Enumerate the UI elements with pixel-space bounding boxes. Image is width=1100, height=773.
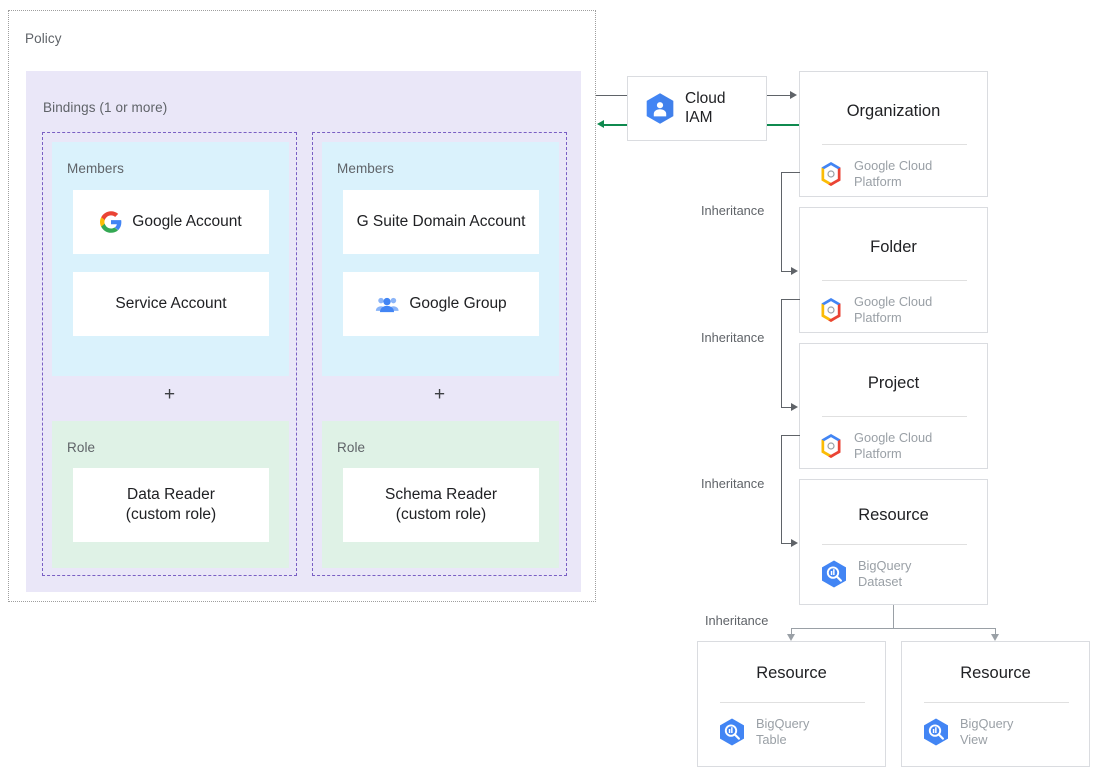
member-card-label: G Suite Domain Account — [356, 212, 526, 230]
role-name: Schema Reader — [384, 485, 497, 503]
node-divider — [822, 544, 967, 545]
inheritance-split-branch — [791, 628, 792, 635]
inheritance-split-branch — [995, 628, 996, 635]
inheritance-connector-line — [781, 435, 800, 436]
members-panel: Members G Suite Domain Account — [322, 142, 559, 376]
node-title: Resource — [960, 664, 1031, 682]
google-group-icon — [375, 295, 399, 313]
policy-label: Policy — [25, 31, 62, 46]
inheritance-label: Inheritance — [701, 330, 765, 345]
node-title: Project — [867, 374, 920, 392]
role-panel: Role Data Reader (custom role) — [52, 421, 289, 568]
member-card-gsuite-domain-account[interactable]: G Suite Domain Account — [343, 190, 539, 254]
node-divider — [822, 280, 967, 281]
inheritance-connector-line — [781, 543, 792, 544]
binding-item: Members G Suite Domain Account — [312, 132, 567, 576]
inheritance-connector-line — [781, 407, 792, 408]
member-card-label: Google Group — [409, 294, 507, 312]
google-cloud-platform-icon — [817, 433, 845, 459]
node-divider — [822, 144, 967, 145]
members-panel: Members Google Account — [52, 142, 289, 376]
inheritance-arrowhead — [787, 634, 795, 641]
bindings-container: Bindings (1 or more) Members — [26, 71, 581, 592]
member-card-google-group[interactable]: Google Group — [343, 272, 539, 336]
inheritance-connector-line — [781, 299, 800, 300]
inheritance-connector-line — [781, 299, 782, 407]
inheritance-split-bar — [791, 628, 995, 629]
role-label: Role — [67, 440, 96, 455]
binding-item: Members Google Account — [42, 132, 297, 576]
google-cloud-platform-icon — [817, 297, 845, 323]
role-qualifier: (custom role) — [395, 506, 487, 523]
plus-separator: + — [163, 384, 176, 405]
role-qualifier: (custom role) — [125, 506, 217, 523]
member-card-label: Google Account — [132, 212, 242, 230]
node-title: Organization — [846, 102, 941, 120]
inheritance-arrowhead — [791, 266, 798, 275]
bindings-label: Bindings (1 or more) — [43, 100, 168, 115]
policy-container: Policy Bindings (1 or more) Members — [8, 10, 596, 602]
iam-to-policy-arrowhead — [597, 120, 604, 129]
member-card-google-account[interactable]: Google Account — [73, 190, 269, 254]
inheritance-connector-line — [781, 435, 782, 543]
members-label: Members — [67, 161, 124, 176]
inheritance-split-stem — [893, 605, 894, 628]
role-card-schema-reader[interactable]: Schema Reader (custom role) — [343, 468, 539, 542]
node-divider — [924, 702, 1069, 703]
node-title: Folder — [870, 238, 917, 256]
bigquery-icon — [921, 717, 951, 747]
inheritance-label: Inheritance — [701, 203, 765, 218]
inheritance-arrowhead — [791, 402, 798, 411]
bigquery-icon — [717, 717, 747, 747]
member-card-service-account[interactable]: Service Account — [73, 272, 269, 336]
member-card-label: Service Account — [115, 294, 227, 312]
inheritance-connector-line — [781, 172, 782, 271]
role-card-data-reader[interactable]: Data Reader (custom role) — [73, 468, 269, 542]
role-label: Role — [337, 440, 366, 455]
node-title: Resource — [756, 664, 827, 682]
iam-to-policy-green-line — [604, 124, 627, 126]
iam-to-org-arrowhead — [790, 90, 797, 99]
google-cloud-platform-icon — [817, 161, 845, 187]
inheritance-connector-line — [781, 172, 800, 173]
role-panel: Role Schema Reader (custom role) — [322, 421, 559, 568]
org-to-iam-green-line — [767, 124, 800, 126]
role-name: Data Reader — [127, 485, 215, 503]
inheritance-connector-line — [781, 271, 792, 272]
google-g-icon — [100, 211, 122, 233]
inheritance-label: Inheritance — [701, 476, 765, 491]
iam-to-org-line — [767, 95, 792, 96]
inheritance-arrowhead — [991, 634, 999, 641]
node-title: Resource — [858, 506, 929, 524]
inheritance-arrowhead — [791, 538, 798, 547]
node-divider — [720, 702, 865, 703]
cloud-iam-icon — [644, 92, 676, 126]
plus-separator: + — [433, 384, 446, 405]
inheritance-label: Inheritance — [705, 613, 769, 628]
bigquery-icon — [819, 559, 849, 589]
node-divider — [822, 416, 967, 417]
policy-to-iam-line — [596, 95, 627, 96]
members-label: Members — [337, 161, 394, 176]
